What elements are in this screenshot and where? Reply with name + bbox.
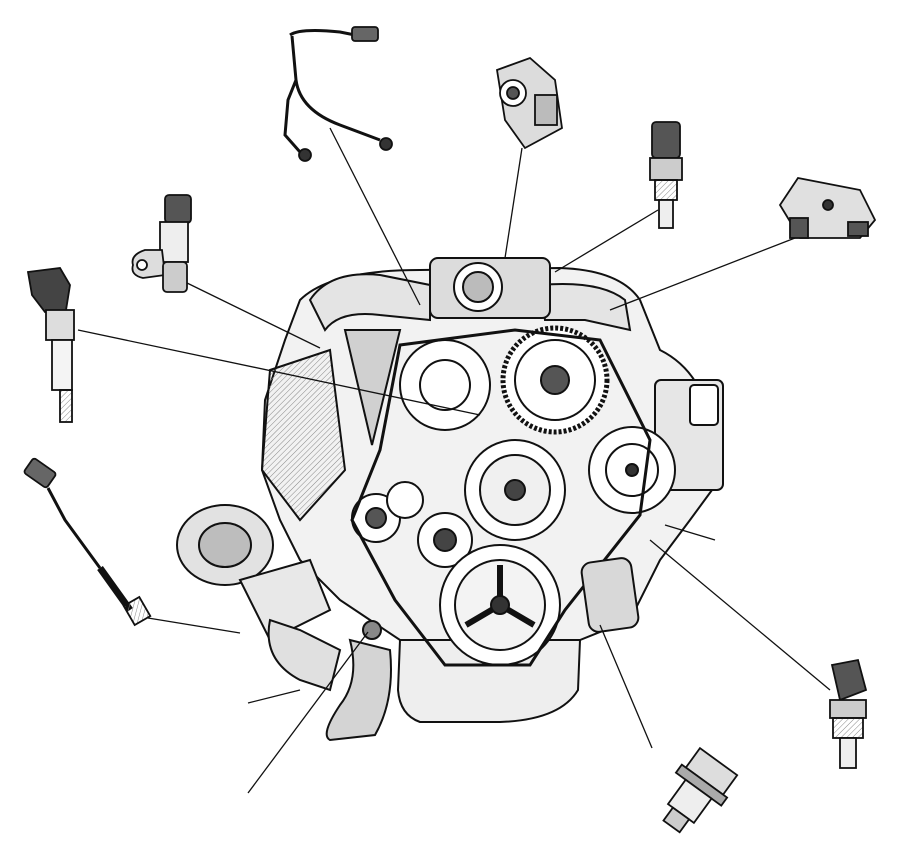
crank-sensor-icon[interactable] xyxy=(649,745,741,843)
leader-oxygen-sensor xyxy=(147,617,241,634)
leader-ignition-coil xyxy=(77,329,481,416)
intake-cone xyxy=(343,329,402,446)
cam-sensor-icon[interactable] xyxy=(131,194,192,293)
serpentine-belt xyxy=(350,328,652,667)
leader-right-unlabeled xyxy=(664,524,716,541)
leader-knock-harness xyxy=(329,127,421,306)
threaded-sensor-icon[interactable] xyxy=(649,121,683,229)
leader-cam-sensor xyxy=(184,281,321,349)
leader-crank-sensor xyxy=(599,624,653,749)
engine-assembly xyxy=(176,257,724,742)
oil-filter xyxy=(580,557,640,633)
map-sensor-icon[interactable] xyxy=(778,177,877,239)
oxygen-sensor-icon[interactable] xyxy=(23,457,152,627)
threaded-sensor-icon[interactable] xyxy=(829,658,868,769)
leader-lines xyxy=(77,127,831,794)
wiring-harness-icon[interactable] xyxy=(283,26,393,162)
sensor-housing-icon[interactable] xyxy=(495,56,563,150)
left-cylinder-head xyxy=(260,348,347,522)
ignition-coil-icon[interactable] xyxy=(26,267,75,423)
leader-temp-sensor xyxy=(554,209,659,273)
exhaust-downpipe xyxy=(325,638,392,742)
leader-oil-pressure-sensor xyxy=(649,539,831,691)
leader-bottom xyxy=(247,631,369,794)
leader-map-sensor xyxy=(609,237,796,311)
leader-throttle-sensor xyxy=(504,147,523,259)
leader-left-bottom xyxy=(247,689,301,704)
